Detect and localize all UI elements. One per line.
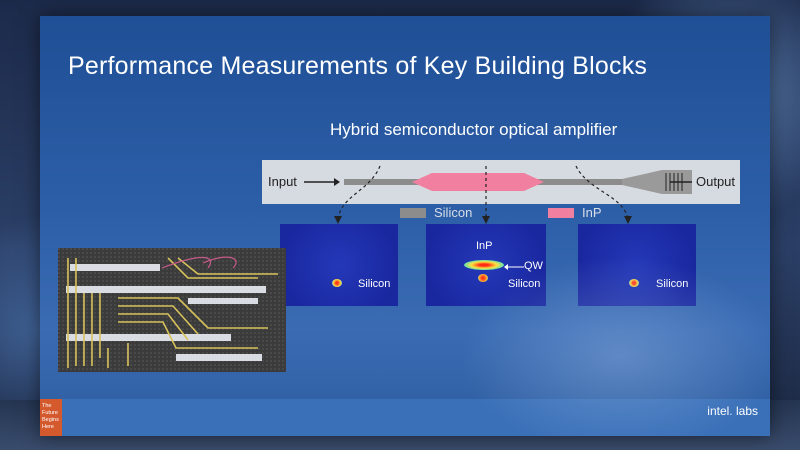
- intel-labs-logo: intel. labs: [707, 404, 758, 418]
- mode-image-silicon-input: Silicon: [280, 224, 398, 306]
- inp-legend-swatch: [548, 208, 574, 218]
- mode-label: InP: [476, 240, 493, 252]
- inp-section: [412, 173, 544, 191]
- amplifier-device-diagram: Input Output: [262, 160, 740, 204]
- mode-spot: [332, 279, 342, 287]
- inp-legend-label: InP: [582, 205, 602, 220]
- slide-subtitle: Hybrid semiconductor optical amplifier: [330, 120, 618, 139]
- arrow-left-icon: [504, 264, 524, 270]
- input-label: Input: [268, 174, 297, 189]
- mode-image-hybrid: InP QW Silicon: [426, 224, 546, 306]
- future-begins-here-tag: The Future Begins Here: [40, 399, 62, 436]
- presentation-slide: Performance Measurements of Key Building…: [40, 16, 770, 436]
- qw-label: QW: [524, 260, 543, 272]
- slide-title: Performance Measurements of Key Building…: [68, 52, 648, 80]
- mode-image-silicon-output: Silicon: [578, 224, 696, 306]
- mode-spot: [478, 274, 488, 282]
- mode-label: Silicon: [656, 278, 689, 290]
- output-label: Output: [696, 174, 736, 189]
- mode-spot: [464, 260, 504, 270]
- chip-micrograph: [58, 248, 286, 372]
- waveguide-drawing: [304, 170, 692, 194]
- silicon-legend-label: Silicon: [434, 205, 473, 220]
- mode-spot: [629, 279, 639, 287]
- mode-label: Silicon: [508, 278, 541, 290]
- silicon-legend-swatch: [400, 208, 426, 218]
- arrow-right-icon: [304, 178, 340, 186]
- mode-label: Silicon: [358, 278, 391, 290]
- chip-micrograph-drawing: [58, 248, 286, 372]
- slide-footer: [40, 399, 770, 436]
